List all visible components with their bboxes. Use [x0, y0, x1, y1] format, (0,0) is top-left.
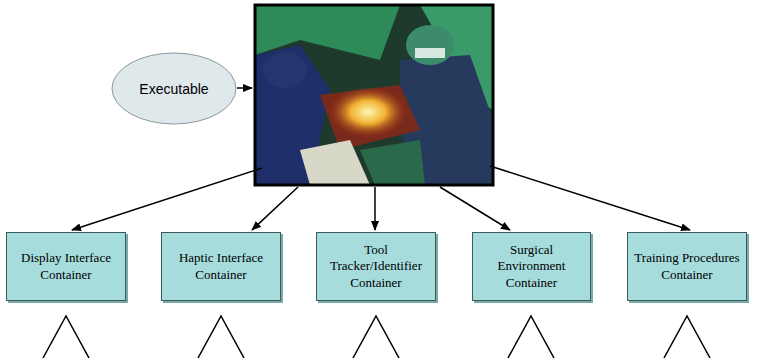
oval-shape [112, 53, 236, 124]
arrow [237, 87, 252, 89]
arrow [72, 168, 262, 230]
node-label: Tool Tracker/Identifier Container [323, 242, 429, 291]
arrow [374, 187, 376, 230]
surgeon-cap [406, 25, 454, 65]
surgeon-head [263, 52, 307, 88]
green-drape [360, 140, 425, 185]
arrow [252, 187, 298, 230]
container-box: Display Interface Container [6, 232, 126, 301]
arrow [490, 166, 690, 230]
subtree-triangle [353, 316, 399, 358]
node-label: Executable [139, 81, 208, 97]
node-label: Haptic Interface Container [168, 250, 274, 283]
executable-oval: Executable [111, 52, 237, 125]
glasses [415, 48, 445, 58]
photo-frame [255, 5, 493, 185]
node-label: Surgical Environment Container [479, 242, 584, 291]
surgical-light [328, 86, 408, 138]
container-box: Surgical Environment Container [472, 232, 591, 301]
photo-ground [255, 5, 493, 185]
surgery-photo [255, 5, 493, 185]
node-label: Training Procedures Container [634, 250, 740, 283]
container-box: Training Procedures Container [627, 232, 747, 301]
subtree-triangle [508, 316, 554, 358]
subtree-triangle [664, 316, 710, 358]
subtree-lines [43, 316, 710, 358]
surgical-field [320, 85, 420, 150]
container-box: Tool Tracker/Identifier Container [316, 232, 436, 301]
subtree-triangle [198, 316, 244, 358]
subtree-triangle [43, 316, 89, 358]
container-box: Haptic Interface Container [161, 232, 281, 301]
node-label: Display Interface Container [13, 250, 119, 283]
white-cloth [300, 140, 370, 185]
arrow [440, 187, 510, 230]
